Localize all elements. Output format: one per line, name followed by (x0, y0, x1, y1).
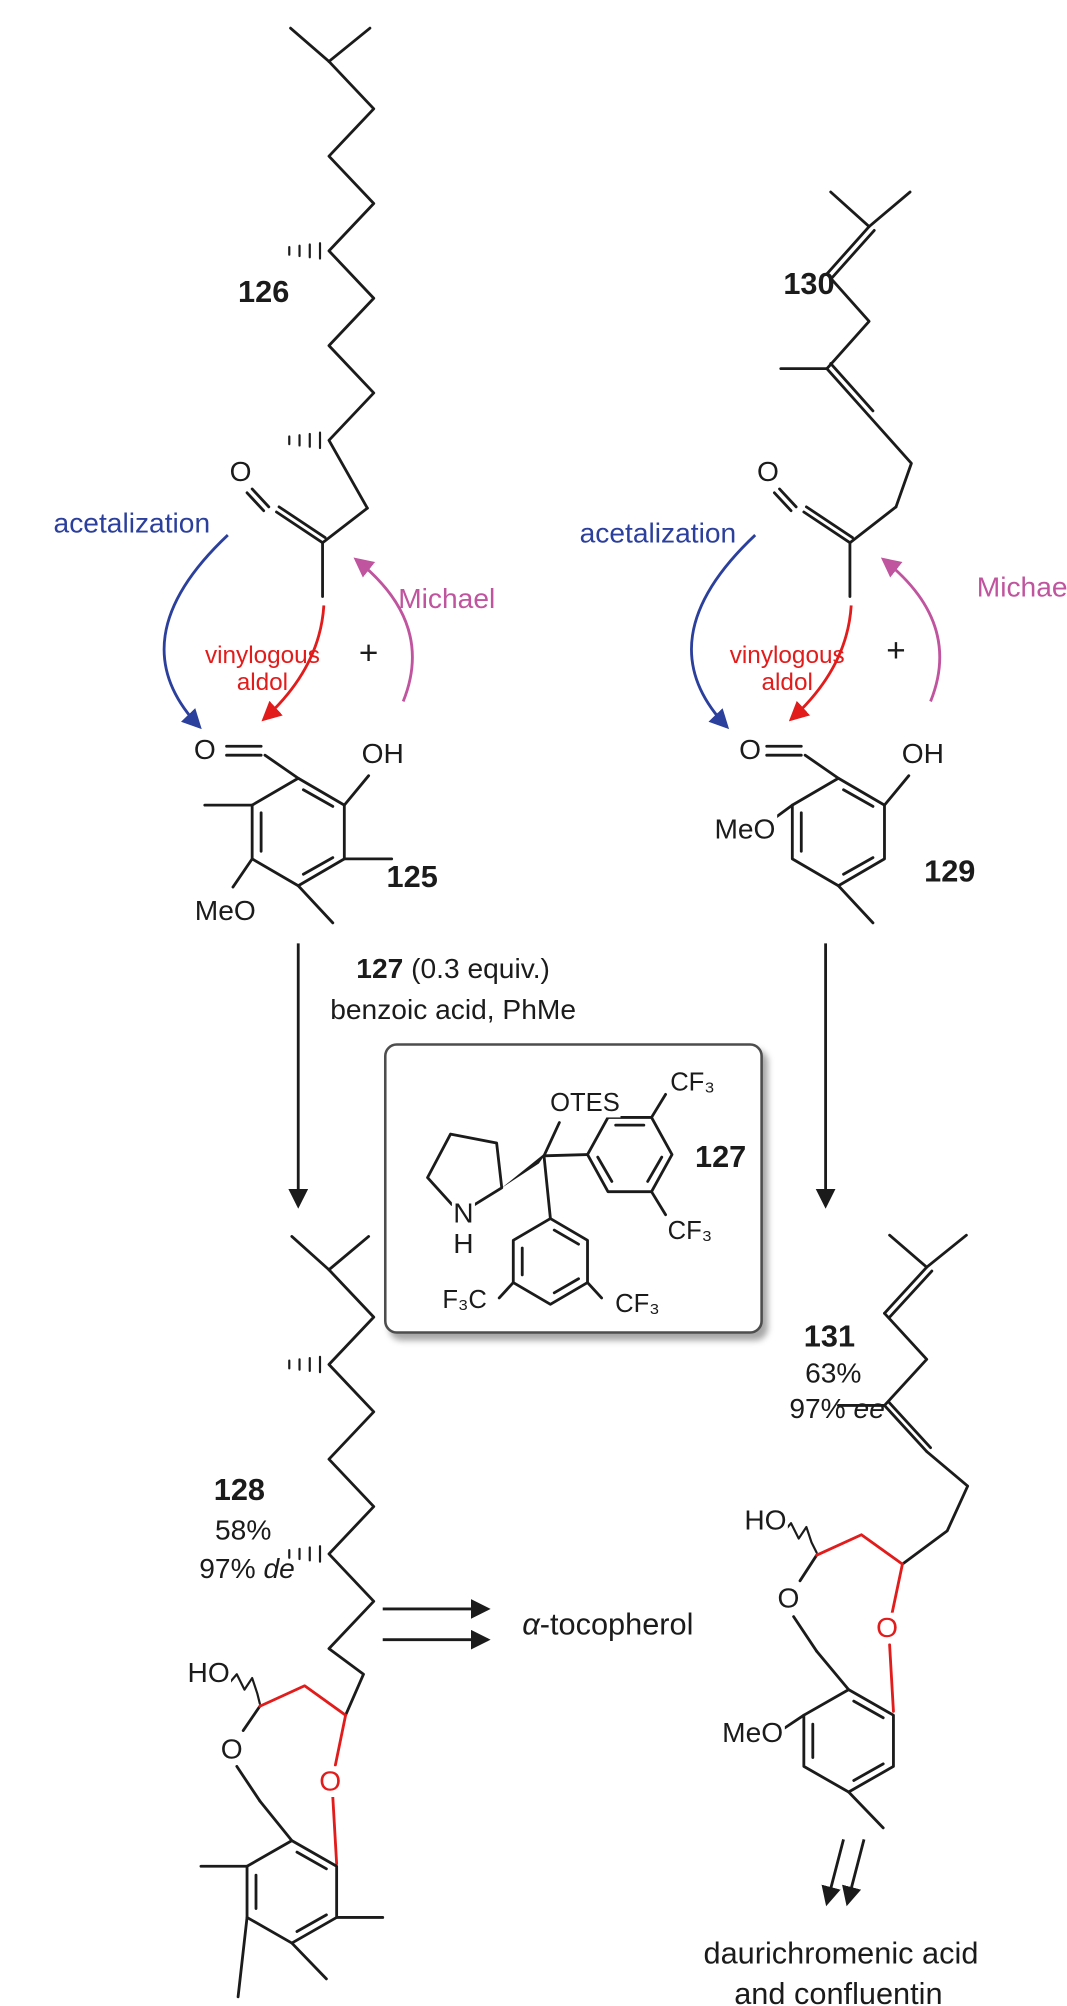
atom-label-cf3-bottom: CF₃ (613, 1290, 661, 1319)
target-tocopherol: α-tocopherol (522, 1608, 693, 1644)
vinylogous-aldol-label-right: vinylogous aldol (729, 642, 845, 697)
molecule-129-skeleton (765, 744, 911, 925)
yield-131: 63% (805, 1356, 862, 1389)
michael-label-left: Michael (398, 582, 496, 615)
cascade-arrows-right (690, 534, 942, 730)
atom-label-cf3-top: CF₃ (668, 1068, 717, 1097)
atom-label-o-130: O (755, 455, 781, 488)
atom-label-h: H (451, 1227, 475, 1260)
target-daurichromenic-line1: daurichromenic acid (703, 1936, 979, 1971)
atom-label-meo-125: MeO (193, 894, 258, 927)
atom-label-oh-129: OH (900, 737, 946, 770)
cascade-arrows-left (162, 534, 414, 730)
conditions-line2: benzoic acid, PhMe (330, 993, 576, 1026)
stereo-131-kind: ee (853, 1392, 885, 1425)
atom-label-o-126: O (228, 455, 253, 488)
atom-label-n: N (451, 1196, 475, 1229)
vinylogous-aldol-label-left: vinylogous aldol (204, 642, 320, 697)
compound-number-127: 127 (695, 1140, 747, 1175)
plus-sign-right: + (886, 630, 906, 670)
alpha-symbol: α (522, 1607, 540, 1643)
stereo-131: 97% ee (789, 1392, 885, 1425)
atom-label-o-acetal-131: O (776, 1581, 801, 1615)
acetalization-label-right: acetalization (579, 517, 737, 549)
atom-label-meo-129: MeO (713, 812, 777, 845)
compound-number-130: 130 (783, 267, 835, 302)
vinylogous-line2: aldol (761, 669, 813, 697)
compound-number-129: 129 (924, 854, 976, 890)
atom-label-otes: OTES (548, 1089, 622, 1118)
yield-128: 58% (215, 1514, 272, 1547)
michael-label-right: Michael (976, 570, 1067, 603)
compound-number-125: 125 (386, 859, 438, 895)
atom-label-meo-131: MeO (720, 1716, 785, 1749)
atom-label-f3c: F₃C (441, 1286, 489, 1315)
vinylogous-line1: vinylogous (729, 642, 845, 670)
target-daurichromenic-line2: and confluentin (734, 1977, 943, 2006)
acetalization-label-left: acetalization (53, 506, 211, 539)
molecule-128-skeleton (199, 1235, 385, 1999)
arrows-to-tocopherol (382, 1599, 491, 1650)
compound-number-126: 126 (238, 274, 290, 310)
vinylogous-line1: vinylogous (204, 642, 320, 670)
arrows-to-daurichromenic (821, 1839, 866, 1907)
atom-label-o-ring-128: O (318, 1765, 343, 1798)
vinylogous-line2: aldol (236, 669, 289, 697)
molecule-130-skeleton (772, 190, 913, 598)
molecule-125-skeleton (203, 744, 394, 925)
atom-label-ho-131: HO (743, 1503, 788, 1537)
stereo-128-value: 97% (199, 1552, 264, 1585)
atom-label-o-129: O (737, 733, 763, 766)
conditions-catalyst-number: 127 (356, 952, 404, 985)
molecule-131-skeleton (782, 1233, 970, 1830)
atom-label-o-acetal-128: O (219, 1733, 244, 1766)
compound-number-128: 128 (213, 1473, 265, 1508)
conditions-line1: 127 (0.3 equiv.) (356, 953, 550, 984)
catalyst-127-skeleton (426, 1092, 674, 1306)
atom-label-ho-128: HO (186, 1656, 232, 1689)
compound-number-131: 131 (803, 1319, 856, 1354)
plus-sign-left: + (358, 633, 379, 672)
atom-label-cf3-right: CF₃ (666, 1217, 714, 1246)
stereo-131-value: 97% (789, 1392, 854, 1425)
stereo-128-kind: de (263, 1552, 295, 1585)
atom-label-o-125: O (192, 733, 218, 766)
tocopherol-text: -tocopherol (539, 1607, 694, 1643)
atom-label-o-ring-131: O (874, 1611, 900, 1644)
molecule-126-skeleton (245, 26, 376, 598)
conditions-equiv: (0.3 equiv.) (403, 952, 550, 985)
atom-label-oh-125: OH (360, 737, 406, 770)
stereo-128: 97% de (199, 1552, 295, 1585)
